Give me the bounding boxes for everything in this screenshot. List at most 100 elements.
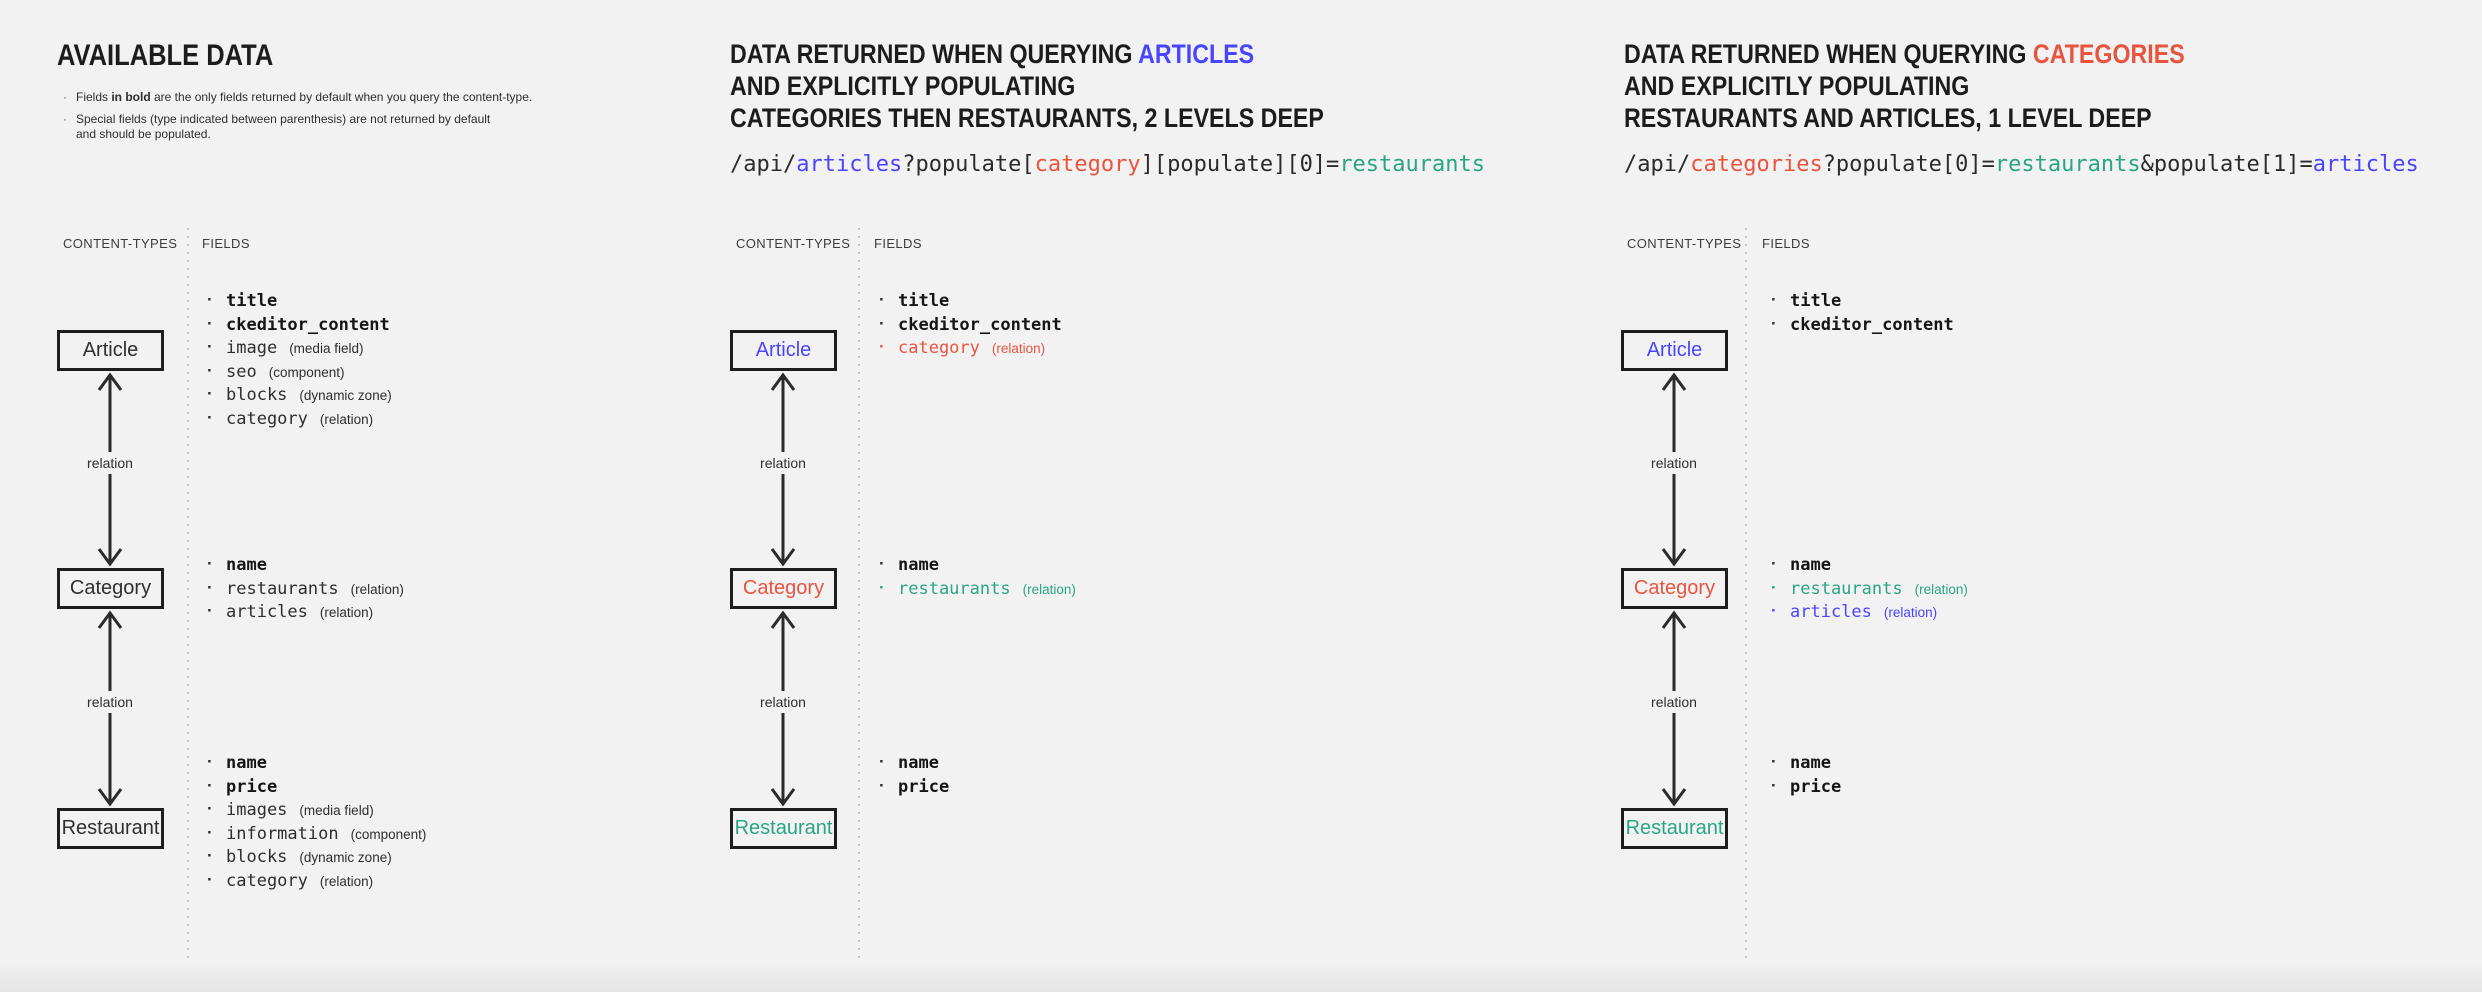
heading-line: DATA RETURNED WHEN QUERYING ARTICLES — [730, 38, 1324, 70]
field-name: ckeditor_content — [898, 314, 1062, 335]
field-name: name — [1790, 555, 1831, 575]
bottom-page-edge — [0, 964, 2482, 992]
code-segment-articles: articles — [796, 152, 903, 177]
field-name: name — [898, 555, 939, 575]
field-row: articles (relation) — [204, 601, 404, 626]
note-text: and should be populated. — [76, 127, 211, 141]
field-name: restaurants — [898, 578, 1011, 599]
content-type-box-category: Category — [730, 568, 837, 609]
field-type-annotation: (relation) — [319, 411, 374, 427]
note-item: Special fields (type indicated between p… — [60, 112, 532, 143]
field-row: image(media field) — [204, 337, 402, 362]
note-bold-text: in bold — [111, 90, 151, 104]
field-name: name — [226, 555, 267, 575]
note-text: Special fields (type indicated between p… — [76, 111, 491, 126]
code-segment: /api/ — [730, 152, 797, 177]
field-name: restaurants — [1790, 578, 1903, 599]
field-row: images(media field) — [204, 799, 426, 824]
restaurant-fields-list: name price — [1768, 752, 1853, 800]
field-type-annotation: (relation) — [319, 873, 374, 889]
field-name: title — [1790, 291, 1842, 311]
field-row: category (relation) — [204, 408, 402, 433]
relation-label: relation — [754, 691, 812, 713]
field-name: seo — [226, 361, 257, 382]
field-row: name — [204, 554, 404, 579]
content-type-box-restaurant: Restaurant — [730, 808, 837, 849]
field-type-annotation: (media field) — [289, 341, 364, 356]
field-type-annotation: (component) — [268, 364, 345, 380]
field-row: name — [876, 554, 1076, 579]
heading-text: DATA RETURNED WHEN QUERYING — [730, 39, 1139, 69]
column-divider-dotted-line — [187, 228, 189, 958]
heading-line: AND EXPLICITLY POPULATING — [730, 71, 1076, 101]
content-type-box-article: Article — [1621, 330, 1728, 371]
field-row: name — [876, 752, 961, 777]
field-row: restaurants (relation) — [1768, 578, 1968, 603]
heading-line: CATEGORIES THEN RESTAURANTS, 2 LEVELS DE… — [730, 103, 1324, 133]
article-fields-list: title ckeditor_content image(media field… — [204, 290, 402, 433]
content-type-box-category: Category — [1621, 568, 1728, 609]
relation-label: relation — [754, 452, 812, 474]
column-divider-dotted-line — [858, 228, 860, 958]
content-type-box-article: Article — [57, 330, 164, 371]
relation-label: relation — [81, 691, 139, 713]
field-row: restaurants(relation) — [876, 578, 1076, 603]
field-row: seo (component) — [204, 361, 402, 386]
heading-line: DATA RETURNED WHEN QUERYING CATEGORIES — [1624, 38, 2185, 70]
available-data-title: AVAILABLE DATA — [57, 39, 274, 72]
field-name: category — [226, 408, 308, 429]
field-row: ckeditor_content — [876, 314, 1074, 339]
panel-heading: DATA RETURNED WHEN QUERYING ARTICLES AND… — [730, 38, 1324, 134]
field-row: name — [204, 752, 426, 777]
content-type-box-restaurant: Restaurant — [57, 808, 164, 849]
heading-highlight-categories: CATEGORIES — [2032, 39, 2185, 69]
field-row: title — [1768, 290, 1966, 315]
note-item: Fields in bold are the only fields retur… — [60, 90, 532, 106]
code-segment-restaurants: restaurants — [1994, 152, 2141, 177]
fields-column-label: FIELDS — [202, 236, 250, 251]
field-type-annotation: (relation) — [319, 605, 374, 620]
relation-label: relation — [1645, 452, 1703, 474]
code-segment: ?populate[ — [902, 152, 1035, 177]
field-row: restaurants(relation) — [204, 578, 404, 603]
field-name: images — [226, 800, 288, 820]
field-name: articles — [1790, 602, 1872, 622]
field-name: name — [226, 753, 267, 773]
field-name: ckeditor_content — [1790, 314, 1954, 335]
field-name: price — [898, 776, 950, 797]
field-name: name — [1790, 753, 1831, 773]
column-divider-dotted-line — [1745, 228, 1747, 958]
panel-heading: DATA RETURNED WHEN QUERYING CATEGORIES A… — [1624, 38, 2185, 134]
field-type-annotation: (relation) — [1883, 605, 1938, 620]
field-type-annotation: (relation) — [991, 341, 1046, 356]
field-row: blocks(dynamic zone) — [204, 846, 426, 871]
note-text: Fields — [76, 90, 112, 104]
field-type-annotation: (dynamic zone) — [299, 388, 392, 403]
article-fields-list: title ckeditor_content — [1768, 290, 1966, 338]
field-name: category — [226, 870, 308, 891]
code-segment: &populate[1]= — [2140, 152, 2313, 177]
field-name: price — [226, 776, 278, 797]
api-query-url: /api/articles?populate[category][populat… — [730, 152, 1485, 177]
field-type-annotation: (relation) — [1914, 581, 1968, 597]
code-segment-category: category — [1034, 152, 1141, 177]
field-name: articles — [226, 602, 308, 622]
code-segment: ][populate][0]= — [1140, 152, 1340, 177]
note-text: are the only fields returned by default … — [150, 90, 533, 104]
api-query-url: /api/categories?populate[0]=restaurants&… — [1624, 152, 2419, 177]
field-row: title — [204, 290, 402, 315]
field-name: blocks — [226, 847, 288, 867]
fields-column-label: FIELDS — [1762, 236, 1810, 251]
field-name: title — [226, 291, 278, 311]
category-fields-list: name restaurants (relation) articles (rela… — [1768, 554, 1968, 626]
field-row: price — [876, 776, 961, 801]
code-segment: /api/ — [1624, 152, 1691, 177]
code-segment-restaurants: restaurants — [1339, 152, 1486, 177]
field-name: title — [898, 291, 950, 311]
heading-line: RESTAURANTS AND ARTICLES, 1 LEVEL DEEP — [1624, 103, 2152, 133]
field-name: information — [226, 823, 339, 844]
field-row: title — [876, 290, 1074, 315]
field-name: restaurants — [226, 578, 339, 599]
content-type-box-category: Category — [57, 568, 164, 609]
field-name: ckeditor_content — [226, 314, 390, 335]
